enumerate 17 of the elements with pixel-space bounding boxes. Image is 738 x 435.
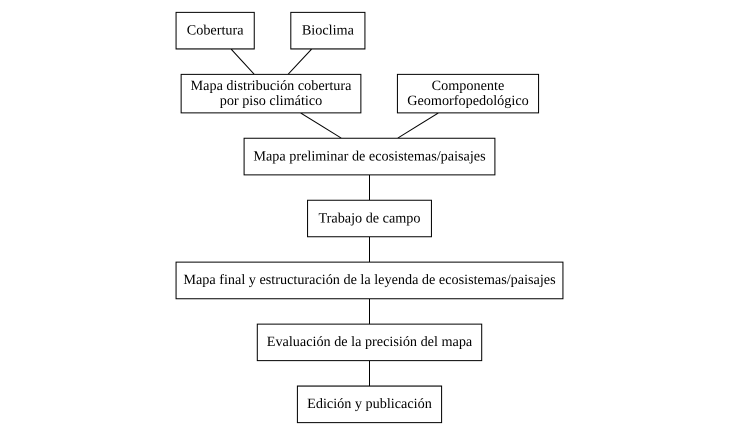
connector bbox=[368, 360, 370, 386]
connector bbox=[368, 174, 370, 200]
node-box: Evaluación de la precisión del mapa bbox=[256, 324, 482, 362]
connector bbox=[287, 48, 312, 75]
node-box: Mapa preliminar de ecosistemas/paisajes bbox=[243, 138, 495, 176]
connector bbox=[368, 298, 370, 324]
connector bbox=[230, 48, 254, 75]
node-box: Componente Geomorfopedológico bbox=[396, 74, 539, 114]
node-box: Cobertura bbox=[175, 12, 254, 50]
connector bbox=[396, 112, 438, 139]
connector bbox=[368, 236, 370, 262]
node-box: Bioclima bbox=[290, 12, 365, 50]
node-box: Mapa final y estructuración de la leyenda de ecosistemas/paisajes bbox=[175, 262, 563, 300]
connector bbox=[300, 112, 342, 139]
node-box: Mapa distribución cobertura por piso climático bbox=[180, 74, 361, 114]
node-box: Edición y publicación bbox=[296, 386, 442, 424]
node-box: Trabajo de campo bbox=[306, 200, 432, 238]
